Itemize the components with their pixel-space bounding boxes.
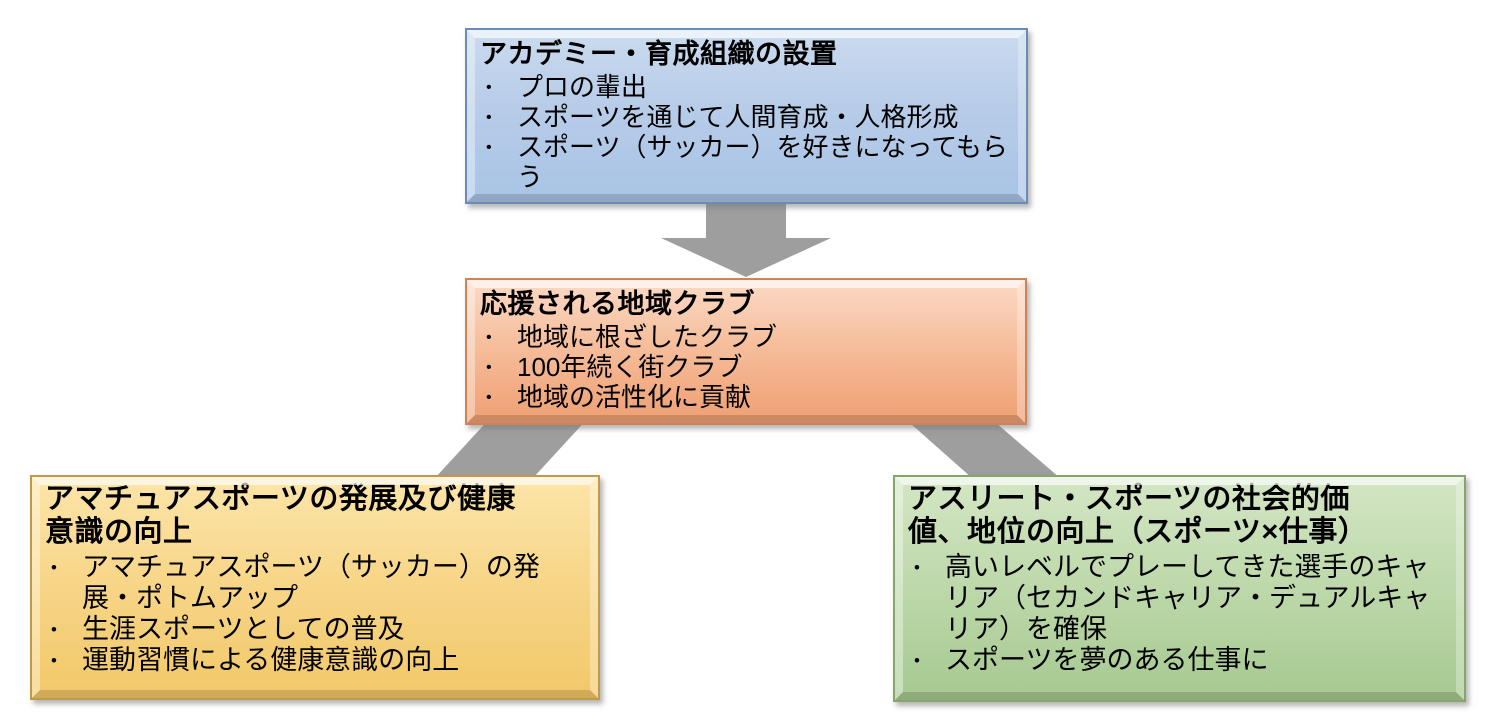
bullet-text: 地域の活性化に貢献 [517,382,752,412]
list-item: • プロの輩出 [480,72,1013,102]
list-item: • 運動習慣による健康意識の向上 [45,645,585,676]
bullet-dot: • [914,651,920,670]
connector-right-diagonal [902,416,1060,478]
bullet-dot: • [486,138,492,156]
bullet-dot: • [51,558,57,577]
bullet-text: 100年続く街クラブ [517,352,743,382]
bullet-dot: • [914,558,920,577]
list-item: • 地域の活性化に貢献 [480,382,1012,412]
box-community-club-title: 応援される地域クラブ [480,289,755,319]
list-item: • スポーツを夢のある仕事に [908,645,1451,676]
list-item: • スポーツを通じて人間育成・人格形成 [480,102,1013,132]
box-athlete-value-title: アスリート・スポーツの社会的価値、地位の向上（スポーツ×仕事） [908,483,1368,548]
list-item: • 100年続く街クラブ [480,352,1012,382]
box-academy-title: アカデミー・育成組織の設置 [480,39,838,69]
list-item: • 生涯スポーツとしての普及 [45,614,585,645]
list-item: • アマチュアスポーツ（サッカー）の発展・ポトムアップ [45,552,585,614]
box-athlete-value: アスリート・スポーツの社会的価値、地位の向上（スポーツ×仕事） • 高いレベルで… [893,475,1466,702]
bullet-text: プロの輩出 [517,72,648,102]
bullet-text: 高いレベルでプレーしてきた選手のキャリア（セカンドキャリア・デュアルキャリア）を… [945,552,1431,644]
box-academy: アカデミー・育成組織の設置 • プロの輩出 • スポーツを通じて人間育成・人格形… [465,28,1028,204]
box-community-club: 応援される地域クラブ • 地域に根ざしたクラブ • 100年続く街クラブ • 地… [465,278,1027,425]
bullet-text: スポーツ（サッカー）を好きになってもらう [517,132,1008,192]
bullet-dot: • [486,78,492,96]
box-amateur-sports: アマチュアスポーツの発展及び健康意識の向上 • アマチュアスポーツ（サッカー）の… [30,475,600,700]
list-item: • スポーツ（サッカー）を好きになってもらう [480,132,1013,192]
bullet-dot: • [486,388,492,406]
arrow-down [661,200,831,277]
bullet-text: アマチュアスポーツ（サッカー）の発展・ポトムアップ [82,552,540,613]
bullet-dot: • [486,358,492,376]
bullet-text: 生涯スポーツとしての普及 [82,614,405,644]
bullet-dot: • [486,328,492,346]
bullet-text: 地域に根ざしたクラブ [517,322,778,352]
bullet-dot: • [486,108,492,126]
bullet-dot: • [51,651,57,670]
list-item: • 高いレベルでプレーしてきた選手のキャリア（セカンドキャリア・デュアルキャリア… [908,552,1451,645]
list-item: • 地域に根ざしたクラブ [480,322,1012,352]
bullet-text: スポーツを通じて人間育成・人格形成 [517,102,959,132]
box-amateur-sports-title: アマチュアスポーツの発展及び健康意識の向上 [45,483,516,548]
bullet-text: スポーツを夢のある仕事に [945,645,1269,675]
connector-left-diagonal [435,416,590,478]
bullet-text: 運動習慣による健康意識の向上 [82,645,460,675]
bullet-dot: • [51,620,57,639]
